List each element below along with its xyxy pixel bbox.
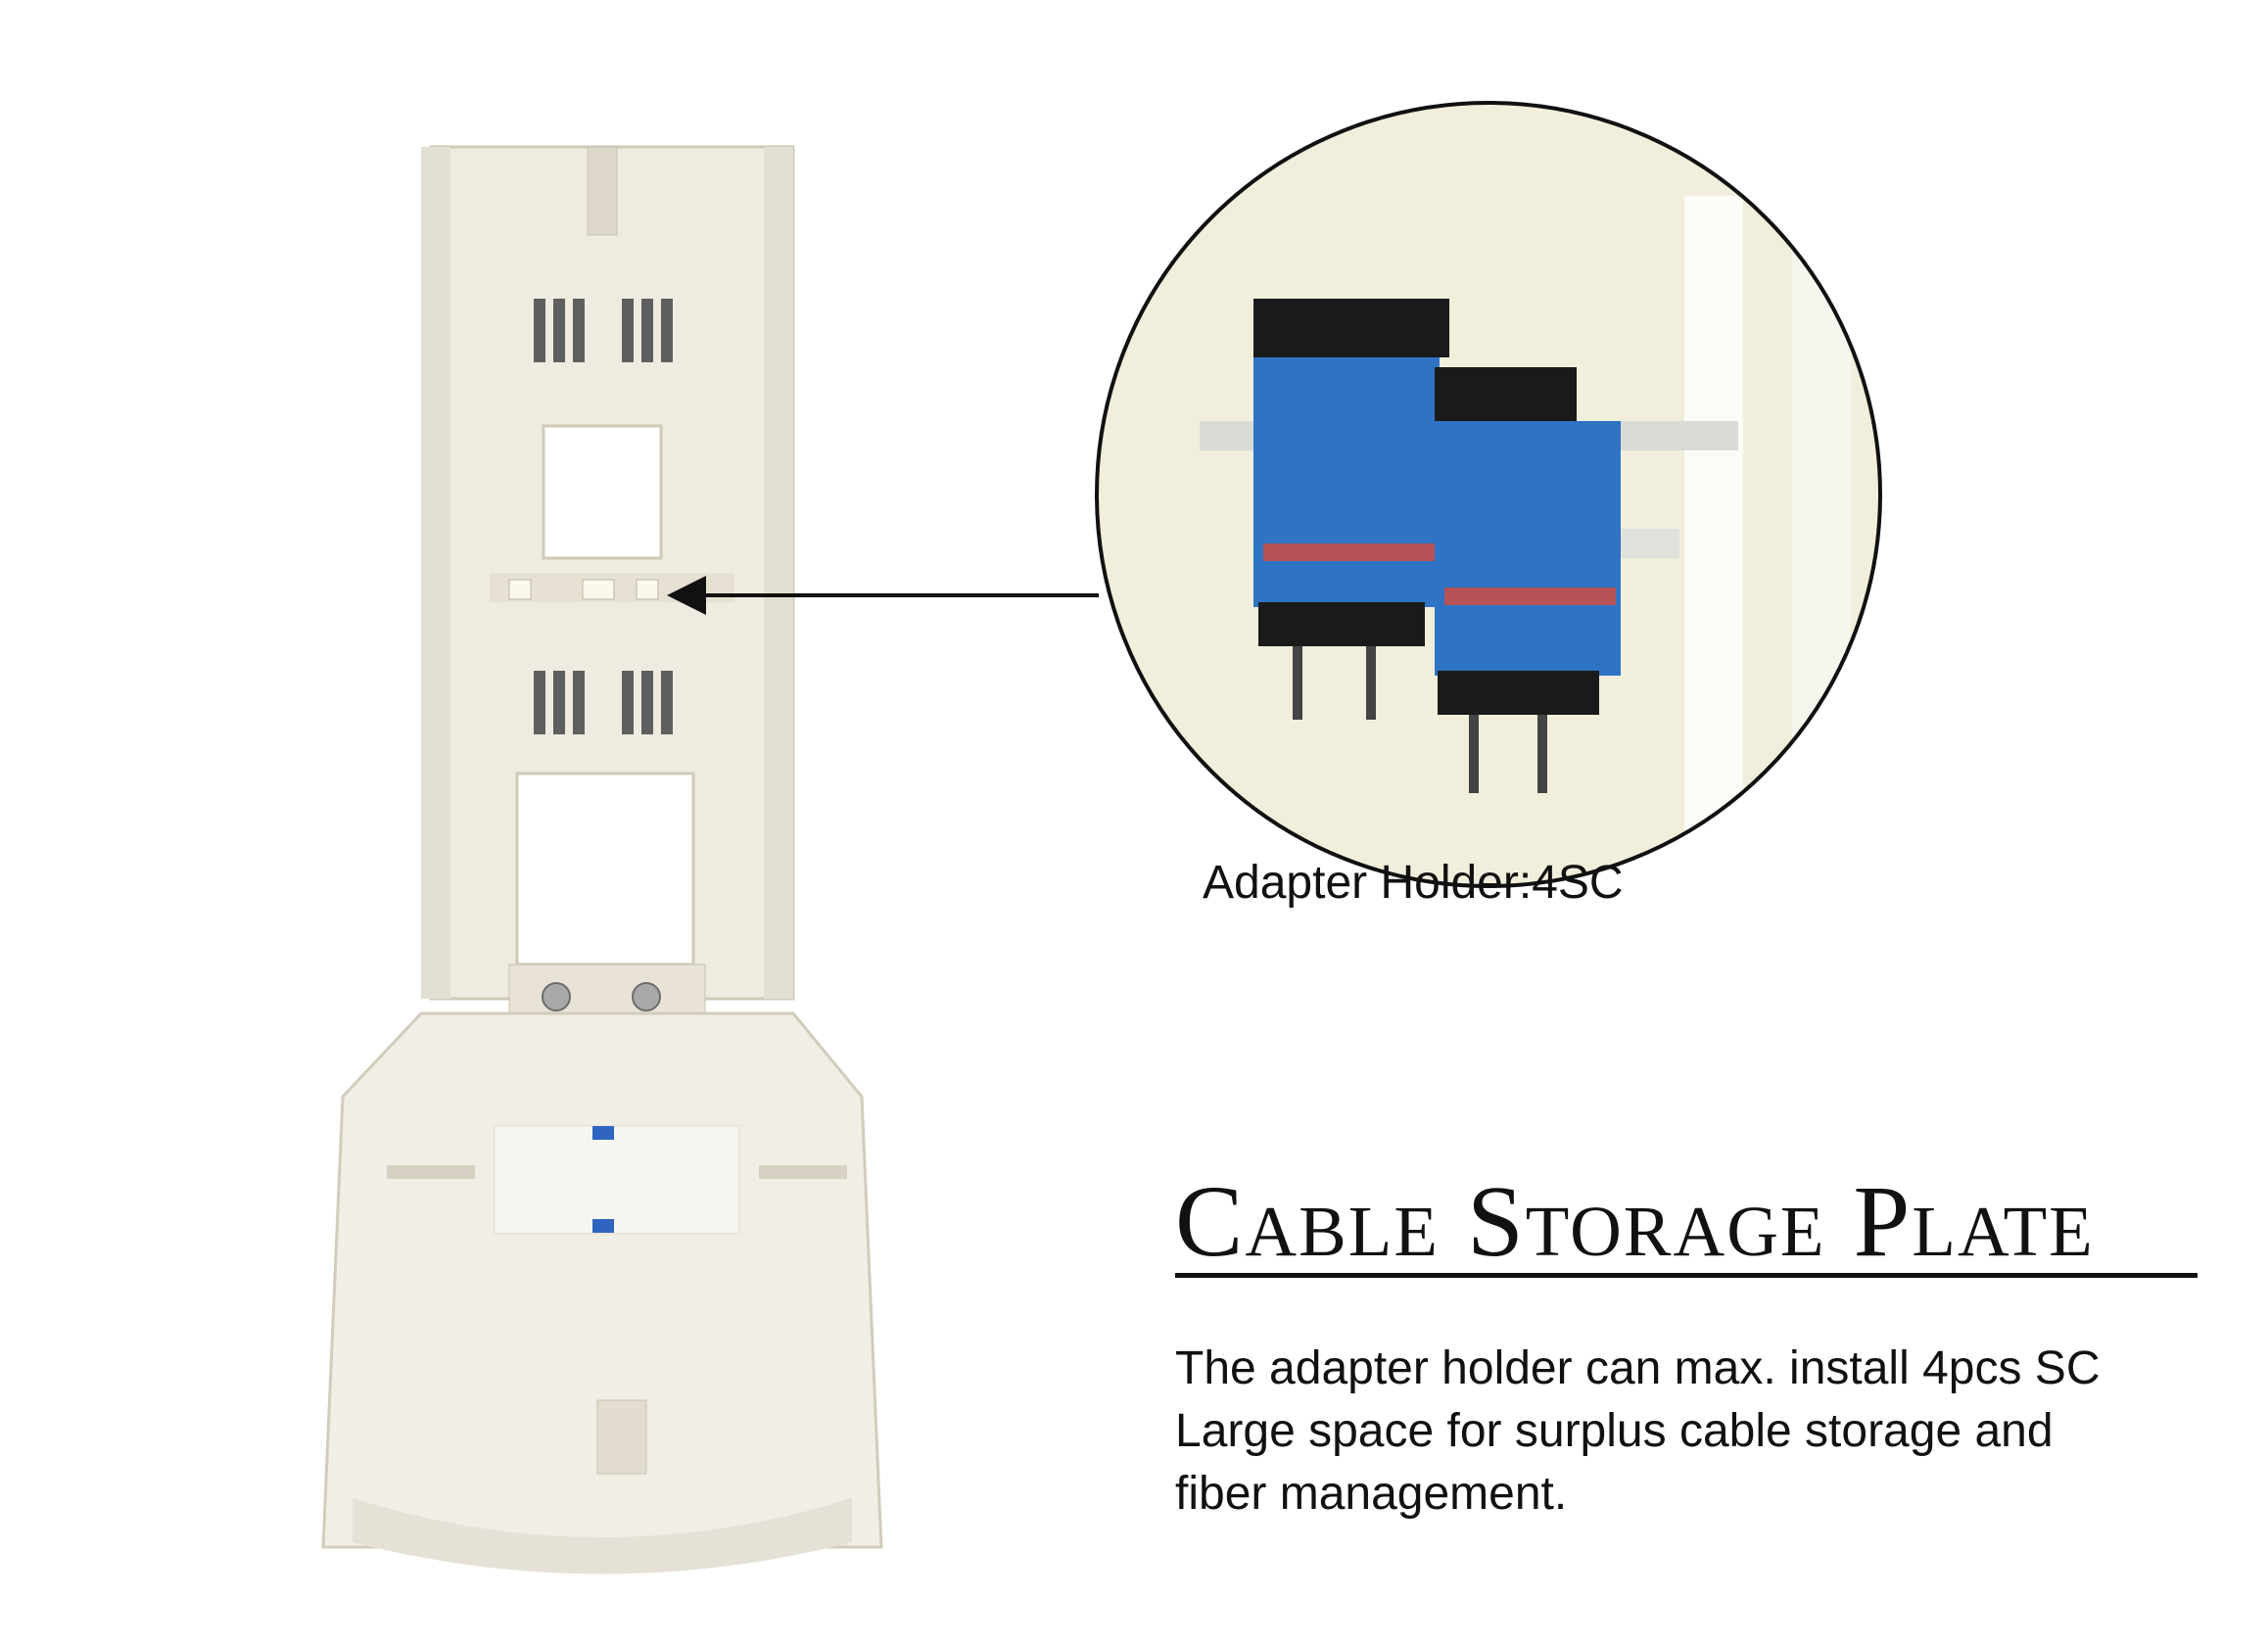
description-line-2: Large space for surplus cable storage an… bbox=[1175, 1405, 2054, 1457]
page-title: Cable Storage Plate bbox=[1175, 1165, 2095, 1278]
storage-box-lid bbox=[421, 145, 795, 1014]
description-line-1: The adapter holder can max. install 4pcs… bbox=[1175, 1342, 2101, 1394]
title-underline bbox=[1175, 1273, 2197, 1278]
storage-box-base bbox=[321, 1011, 883, 1574]
adapter-holder-caption: Adapter Holder:4SC bbox=[1203, 857, 1624, 909]
adapter-zoom-detail bbox=[1095, 101, 1882, 888]
sc-adapter-1 bbox=[1253, 299, 1449, 720]
description-line-3: fiber management. bbox=[1175, 1468, 1568, 1520]
sc-adapter-2 bbox=[1435, 367, 1621, 793]
feature-description: The adapter holder can max. install 4pcs… bbox=[1175, 1338, 2213, 1526]
